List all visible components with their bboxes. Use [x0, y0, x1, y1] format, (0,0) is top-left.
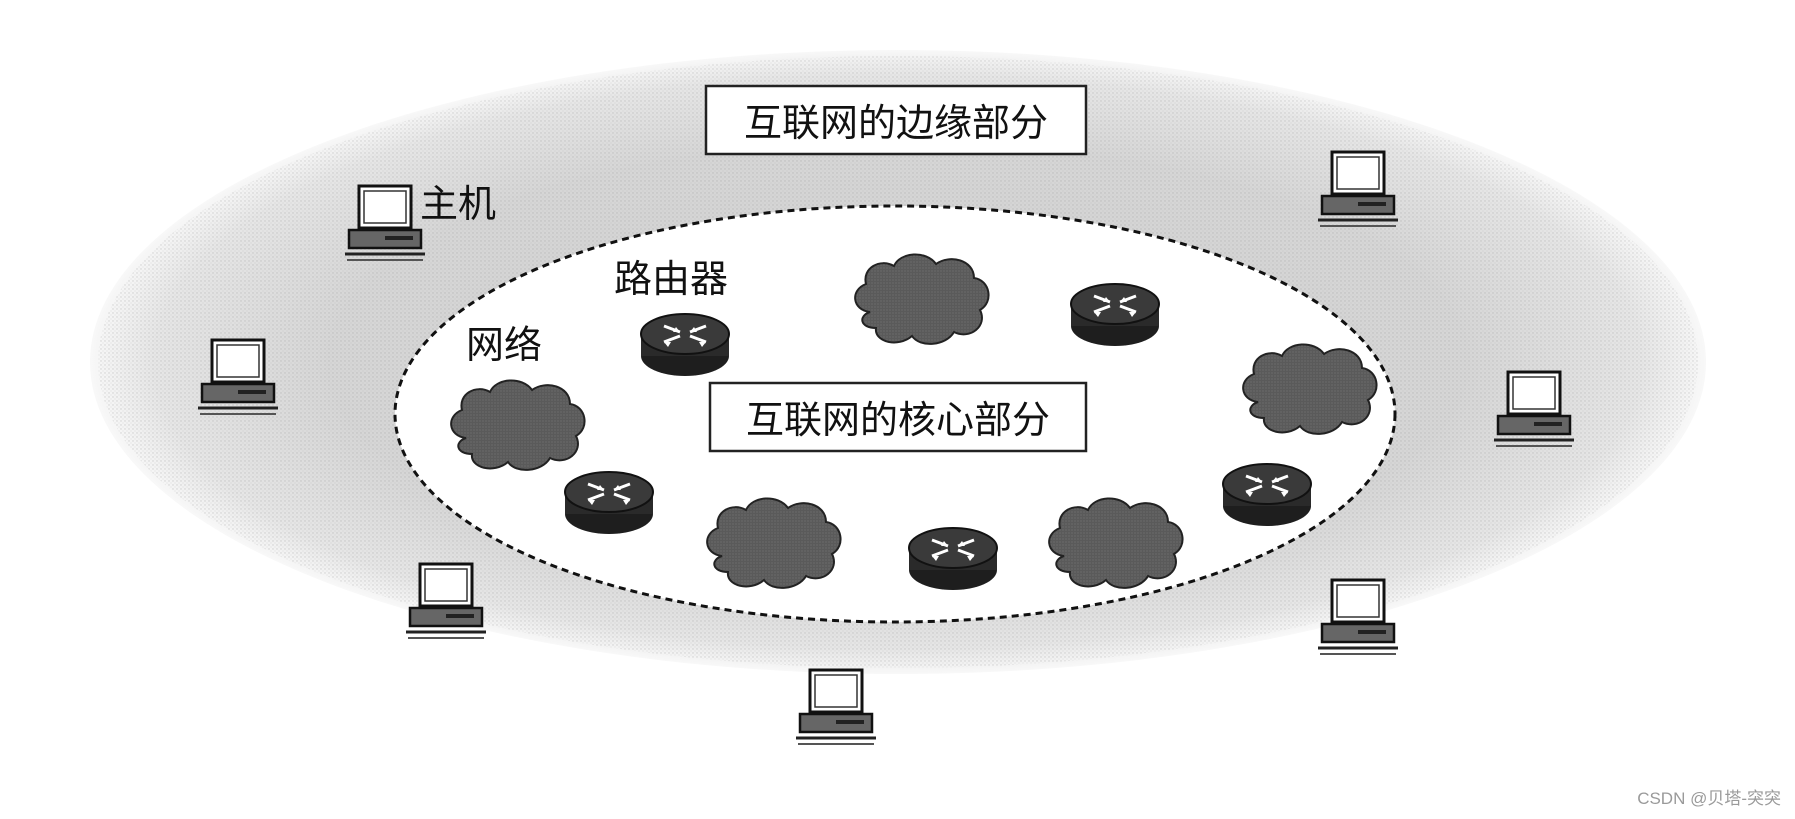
network-cloud-icon [1048, 497, 1184, 589]
router-icon [639, 312, 731, 378]
router-icon [1221, 462, 1313, 528]
host-label: 主机 [420, 182, 496, 226]
core-label: 互联网的核心部分 [746, 398, 1050, 442]
edge-label: 互联网的边缘部分 [744, 101, 1048, 145]
router-label: 路由器 [614, 257, 728, 301]
network-cloud-icon [854, 253, 990, 345]
core-label-box: 互联网的核心部分 [708, 381, 1088, 453]
network-cloud-icon [706, 497, 842, 589]
network-cloud-icon [1242, 343, 1378, 435]
router-icon [1069, 282, 1161, 348]
router-icon [563, 470, 655, 536]
network-cloud-icon [450, 379, 586, 471]
watermark: CSDN @贝塔-突突 [1637, 789, 1781, 808]
network-label: 网络 [466, 323, 542, 367]
router-icon [907, 526, 999, 592]
edge-label-box: 互联网的边缘部分 [704, 84, 1088, 156]
host-computer-icon [794, 668, 878, 746]
